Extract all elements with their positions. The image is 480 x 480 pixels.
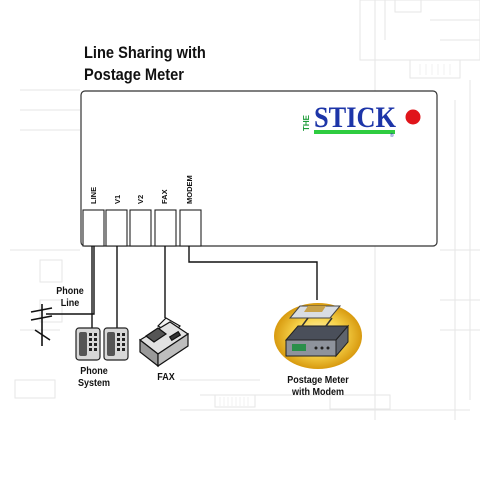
logo-word: STICK [314, 101, 397, 134]
port-jacks [82, 209, 202, 247]
connection-lines [46, 246, 318, 330]
caption-phone-system-1: Phone [80, 366, 108, 377]
port-labels: LINE V1 V2 FAX MODEM [89, 175, 194, 204]
port-label-fax: FAX [160, 189, 169, 204]
caption-phone-line-1: Phone [56, 286, 84, 297]
caption-phone-line: Phone Line [43, 286, 97, 310]
logo-trademark: ® [390, 132, 394, 139]
page-title-line-2: Postage Meter [84, 65, 184, 84]
port-label-line: LINE [89, 187, 98, 204]
port-label-modem: MODEM [185, 175, 194, 204]
logo-prefix: THE [302, 114, 311, 131]
line-to-phone-line [46, 246, 95, 315]
the-stick-device [80, 90, 438, 247]
port-jack-v1 [105, 209, 128, 247]
caption-fax: FAX [148, 372, 184, 384]
line-to-postage-meter [188, 246, 318, 300]
caption-phone-system: Phone System [67, 366, 121, 390]
caption-postage-meter-1: Postage Meter [287, 375, 349, 386]
logo-underline [314, 130, 395, 134]
the-stick-logo: THE STICK ® [302, 101, 421, 139]
telephone-icon [103, 327, 129, 361]
caption-phone-system-2: System [77, 378, 111, 389]
port-label-v1: V1 [113, 195, 122, 204]
caption-postage-meter: Postage Meter with Modem [273, 375, 363, 399]
fax-machine-icon [138, 317, 190, 368]
port-jack-v2 [129, 209, 152, 247]
page-title: Line Sharing with Postage Meter [84, 42, 206, 86]
port-jack-fax [154, 209, 177, 247]
caption-postage-meter-2: with Modem [291, 387, 345, 398]
port-jack-line [82, 209, 105, 247]
postage-meter-icon [274, 303, 362, 369]
logo-red-dot [405, 109, 421, 125]
port-jack-modem [179, 209, 202, 247]
page-title-line-1: Line Sharing with [84, 43, 206, 62]
caption-fax-label: FAX [157, 372, 175, 383]
utility-pole-icon [30, 304, 53, 346]
telephone-icon [75, 327, 101, 361]
port-label-v2: V2 [136, 195, 145, 204]
caption-phone-line-2: Line [60, 298, 80, 309]
